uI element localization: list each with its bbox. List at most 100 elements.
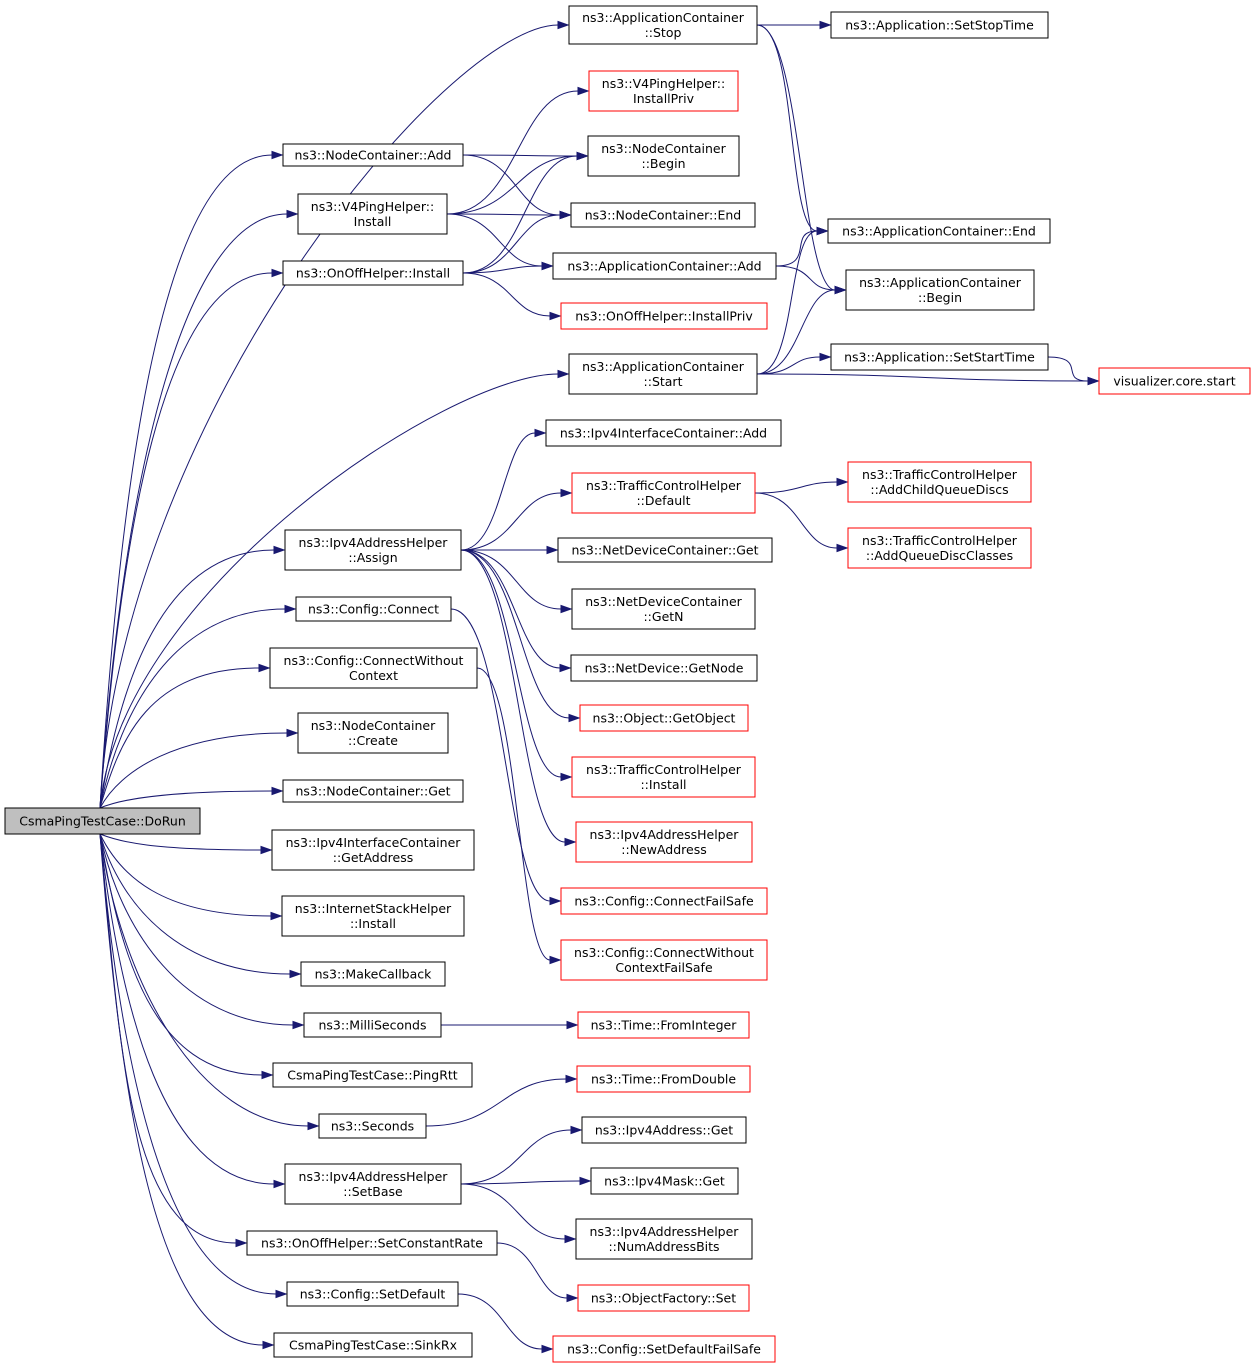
node-seconds[interactable]: ns3::Seconds [318, 1113, 427, 1139]
node-onoff-install[interactable]: ns3::OnOffHelper::Install [282, 260, 464, 286]
node-v4-install[interactable]: ns3::V4PingHelper::Install [297, 193, 448, 235]
node-ping-rtt[interactable]: CsmaPingTestCase::PingRtt [272, 1062, 473, 1088]
edge-csma-run-to-onoff-install [99, 268, 284, 809]
node-label: ns3::Ipv4InterfaceContainer [286, 835, 462, 850]
node-box [568, 353, 758, 395]
node-config-connect[interactable]: ns3::Config::Connect [295, 596, 452, 622]
node-ipv4-assign[interactable]: ns3::Ipv4AddressHelper::Assign [284, 529, 462, 571]
node-ipv4mask-get[interactable]: ns3::Ipv4Mask::Get [590, 1167, 739, 1195]
node-make-callback[interactable]: ns3::MakeCallback [300, 961, 446, 987]
edge-csma-run-to-ish-install [99, 833, 283, 921]
node-label: ns3::TrafficControlHelper [586, 478, 742, 493]
node-label: ::Stop [645, 25, 682, 40]
node-ac-add[interactable]: ns3::ApplicationContainer::Add [552, 252, 777, 280]
node-box [272, 1062, 473, 1088]
node-ipv4addr-get[interactable]: ns3::Ipv4Address::Get [581, 1116, 747, 1144]
node-label: ::Begin [918, 290, 962, 305]
edge-onoff-install-to-ac-add [462, 261, 554, 274]
edge-ac-stop-to-app-setstop [757, 20, 832, 30]
node-ipv4-setbase[interactable]: ns3::Ipv4AddressHelper::SetBase [284, 1163, 462, 1205]
node-app-setstart[interactable]: ns3::Application::SetStartTime [830, 343, 1049, 371]
node-nc-get[interactable]: ns3::NodeContainer::Get [282, 779, 464, 803]
node-tch-default[interactable]: ns3::TrafficControlHelper::Default [571, 472, 756, 514]
node-label: ns3::Config::ConnectWithout [574, 945, 754, 960]
node-ipv4-newaddress[interactable]: ns3::Ipv4AddressHelper::NewAddress [575, 821, 753, 863]
node-box [560, 302, 768, 330]
node-ic-getaddress[interactable]: ns3::Ipv4InterfaceContainer::GetAddress [271, 829, 475, 871]
node-config-setdefaultfs[interactable]: ns3::Config::SetDefaultFailSafe [552, 1335, 776, 1363]
edge-ipv4-assign-to-ndc-get [460, 545, 559, 555]
node-ish-install[interactable]: ns3::InternetStackHelper::Install [281, 895, 465, 937]
node-label: ns3::OnOffHelper::SetConstantRate [261, 1236, 483, 1251]
node-onoff-installpriv[interactable]: ns3::OnOffHelper::InstallPriv [560, 302, 768, 330]
edge-csma-run-to-seconds [99, 833, 320, 1131]
node-label: ::Install [640, 777, 686, 792]
node-box [577, 1284, 750, 1312]
node-ac-end[interactable]: ns3::ApplicationContainer::End [827, 218, 1051, 244]
node-milliseconds[interactable]: ns3::MilliSeconds [303, 1012, 442, 1038]
call-edges [99, 20, 1100, 1354]
node-nc-begin[interactable]: ns3::NodeContainer::Begin [587, 135, 740, 177]
node-tch-install[interactable]: ns3::TrafficControlHelper::Install [571, 756, 756, 798]
node-config-connectwcfs[interactable]: ns3::Config::ConnectWithoutContextFailSa… [560, 939, 768, 981]
node-label: ns3::NetDeviceContainer [585, 594, 742, 609]
edge-csma-run-to-ac-start [99, 369, 570, 809]
edge-csma-run-to-nc-add [99, 150, 284, 809]
node-config-setdefault[interactable]: ns3::Config::SetDefault [286, 1281, 459, 1307]
node-ac-start[interactable]: ns3::ApplicationContainer::Start [568, 353, 758, 395]
node-sink-rx[interactable]: CsmaPingTestCase::SinkRx [273, 1332, 473, 1358]
node-ac-stop[interactable]: ns3::ApplicationContainer::Stop [568, 5, 758, 45]
node-box [552, 252, 777, 280]
node-nd-getnode[interactable]: ns3::NetDevice::GetNode [570, 654, 758, 682]
node-box [4, 807, 201, 835]
node-csma-run[interactable]: CsmaPingTestCase::DoRun [4, 807, 201, 835]
node-v4-installpriv[interactable]: ns3::V4PingHelper::InstallPriv [588, 70, 739, 112]
node-tch-addchild[interactable]: ns3::TrafficControlHelper::AddChildQueue… [847, 461, 1032, 503]
node-label: ns3::Ipv4InterfaceContainer::Add [560, 426, 767, 441]
node-label: ns3::Config::SetDefault [300, 1287, 446, 1302]
node-ac-begin[interactable]: ns3::ApplicationContainer::Begin [845, 269, 1035, 311]
node-label: ::Start [644, 374, 683, 389]
node-label: ns3::Config::Connect [308, 602, 439, 617]
node-tch-addclasses[interactable]: ns3::TrafficControlHelper::AddQueueDiscC… [847, 527, 1032, 569]
node-label: ns3::Ipv4Mask::Get [604, 1174, 725, 1189]
node-app-setstop[interactable]: ns3::Application::SetStopTime [830, 11, 1049, 39]
edge-config-connect-to-config-connectfs [450, 608, 562, 906]
node-viz-start[interactable]: visualizer.core.start [1098, 367, 1251, 395]
node-box [570, 202, 756, 228]
node-config-connectfs[interactable]: ns3::Config::ConnectFailSafe [560, 887, 768, 915]
node-nc-add[interactable]: ns3::NodeContainer::Add [282, 143, 464, 167]
node-ic-add[interactable]: ns3::Ipv4InterfaceContainer::Add [545, 419, 782, 447]
edge-v4-install-to-v4-installpriv [446, 86, 590, 215]
edge-app-setstart-to-viz-start [1047, 356, 1100, 386]
node-ndc-getn[interactable]: ns3::NetDeviceContainer::GetN [571, 588, 756, 630]
node-obj-getobject[interactable]: ns3::Object::GetObject [579, 704, 749, 732]
edge-ac-start-to-ac-begin [756, 285, 847, 375]
node-label: ns3::MakeCallback [315, 967, 433, 982]
edge-csma-run-to-config-connect-wc [99, 663, 271, 809]
node-time-fromdouble[interactable]: ns3::Time::FromDouble [576, 1065, 751, 1093]
node-label: ::AddQueueDiscClasses [866, 548, 1013, 563]
node-box [576, 1065, 751, 1093]
node-box [570, 654, 758, 682]
node-label: ns3::TrafficControlHelper [862, 467, 1018, 482]
node-label: ns3::MilliSeconds [318, 1018, 426, 1033]
node-label: ns3::Ipv4AddressHelper [590, 1224, 740, 1239]
node-box [269, 647, 478, 689]
node-label: ::NewAddress [621, 842, 706, 857]
node-label: ns3::Time::FromInteger [591, 1018, 738, 1033]
node-time-frominteger[interactable]: ns3::Time::FromInteger [577, 1011, 750, 1039]
edge-csma-run-to-sink-rx [99, 833, 275, 1350]
node-box [300, 961, 446, 987]
node-nc-create[interactable]: ns3::NodeContainer::Create [297, 712, 449, 754]
node-box [273, 1332, 473, 1358]
node-nc-end[interactable]: ns3::NodeContainer::End [570, 202, 756, 228]
node-ipv4-numaddrbits[interactable]: ns3::Ipv4AddressHelper::NumAddressBits [575, 1218, 753, 1260]
edge-csma-run-to-config-setdefault [99, 833, 288, 1299]
node-of-set[interactable]: ns3::ObjectFactory::Set [577, 1284, 750, 1312]
edge-csma-run-to-make-callback [99, 833, 302, 979]
node-box [830, 343, 1049, 371]
node-onoff-setrate[interactable]: ns3::OnOffHelper::SetConstantRate [246, 1230, 498, 1256]
node-ndc-get[interactable]: ns3::NetDeviceContainer::Get [557, 537, 773, 563]
